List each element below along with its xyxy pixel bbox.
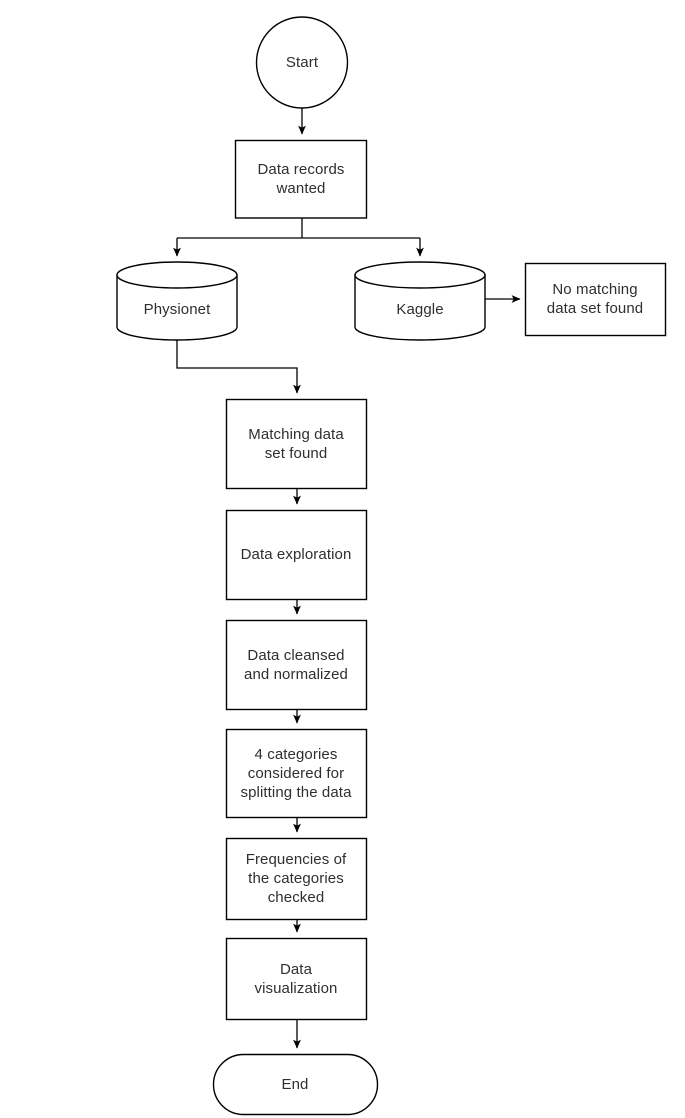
node-four-categories-shape[interactable] — [225, 728, 368, 819]
node-data-visualization-shape[interactable] — [225, 937, 368, 1021]
node-start-shape[interactable] — [255, 16, 349, 109]
node-data-cleansed-shape[interactable] — [225, 619, 368, 711]
node-frequencies-shape[interactable] — [225, 837, 368, 921]
node-matching-found-shape[interactable] — [225, 398, 368, 490]
edge-data-records-branch — [173, 218, 424, 257]
node-no-matching-shape[interactable] — [524, 262, 667, 337]
edge-physionet-to-matching-found — [176, 340, 301, 394]
node-kaggle-shape[interactable] — [354, 261, 486, 341]
node-data-exploration-shape[interactable] — [225, 509, 368, 601]
node-data-records-wanted-shape[interactable] — [234, 139, 368, 219]
node-end-shape[interactable] — [212, 1053, 379, 1116]
node-physionet-shape[interactable] — [116, 261, 238, 341]
